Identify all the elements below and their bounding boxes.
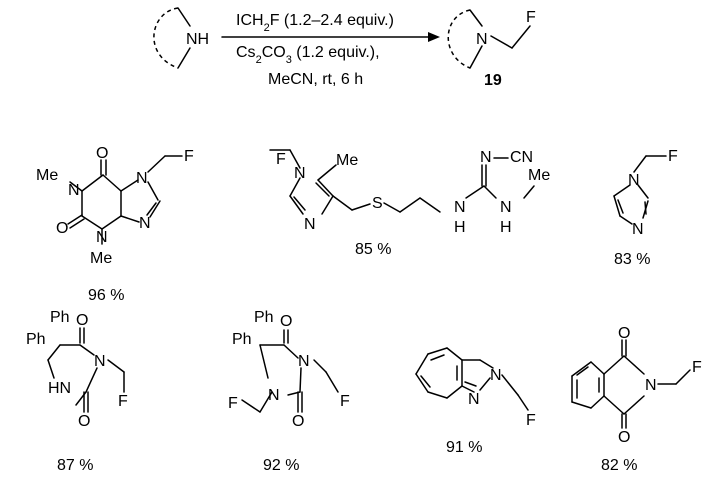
svg-text:N: N [304, 216, 316, 233]
svg-text:Ph: Ph [254, 309, 274, 326]
svg-text:F: F [340, 393, 350, 410]
svg-text:N: N [480, 149, 492, 166]
svg-text:H: H [454, 219, 466, 236]
svg-text:S: S [372, 195, 383, 212]
yield-phthalimide-derivative: 82 % [601, 457, 637, 474]
svg-text:O: O [96, 145, 108, 162]
reaction-arrow [221, 32, 440, 42]
svg-text:N: N [645, 377, 657, 394]
structure-cimetidine-derivative: F N N Me S N H N CN N H Me [269, 149, 550, 236]
structure-phenytoin-mono: O Ph Ph N HN O F [26, 309, 128, 430]
svg-text:N: N [268, 387, 280, 404]
svg-text:Ph: Ph [232, 331, 252, 348]
yield-phenytoin-bis: 92 % [263, 457, 299, 474]
svg-text:F: F [526, 412, 536, 429]
svg-text:N: N [632, 221, 644, 238]
svg-text:Ph: Ph [50, 309, 70, 326]
structure-indazole-derivative: N N F [415, 347, 536, 429]
svg-text:N: N [294, 165, 306, 182]
svg-text:N: N [96, 229, 108, 246]
svg-text:O: O [292, 413, 304, 430]
svg-text:N: N [94, 353, 106, 370]
svg-text:N: N [490, 367, 502, 384]
svg-text:N: N [468, 391, 480, 408]
structure-imidazole-derivative: N N F [613, 148, 678, 238]
svg-text:Me: Me [90, 250, 112, 267]
svg-text:N: N [454, 199, 466, 216]
product-19: N F 19 [447, 9, 536, 89]
svg-text:F: F [118, 393, 128, 410]
compound-number: 19 [484, 72, 502, 89]
svg-text:N: N [136, 170, 148, 187]
svg-text:F: F [228, 395, 238, 412]
yield-caffeine-derivative: 96 % [88, 287, 124, 304]
yield-phenytoin-mono: 87 % [57, 457, 93, 474]
yield-indazole-derivative: 91 % [446, 439, 482, 456]
reactant-amine: NH [153, 7, 209, 69]
svg-text:F: F [668, 148, 678, 165]
reagent-condition: ICH2F (1.2–2.4 equiv.) [236, 12, 394, 34]
svg-text:O: O [76, 312, 88, 329]
svg-text:Ph: Ph [26, 331, 46, 348]
svg-text:H: H [500, 219, 512, 236]
svg-text:Me: Me [36, 167, 58, 184]
svg-text:N: N [68, 182, 80, 199]
svg-text:O: O [280, 313, 292, 330]
structure-caffeine-derivative: O O N N F N Me N Me [36, 145, 194, 267]
svg-text:N: N [628, 172, 640, 189]
yield-cimetidine-derivative: 85 % [355, 241, 391, 258]
reactant-nh-label: NH [186, 31, 209, 48]
svg-text:O: O [56, 220, 68, 237]
svg-text:N: N [139, 215, 151, 232]
product-n-label: N [476, 31, 488, 48]
svg-text:F: F [276, 151, 286, 168]
svg-text:Me: Me [528, 167, 550, 184]
svg-text:O: O [618, 325, 630, 342]
svg-text:F: F [692, 359, 702, 376]
svg-text:F: F [184, 148, 194, 165]
svg-text:O: O [618, 429, 630, 446]
product-f-label: F [526, 9, 536, 26]
solvent-condition: MeCN, rt, 6 h [268, 71, 363, 88]
svg-text:N: N [298, 353, 310, 370]
yield-imidazole-derivative: 83 % [614, 251, 650, 268]
svg-text:Me: Me [336, 152, 358, 169]
structure-phenytoin-bis: O Ph Ph N N O F F [228, 309, 350, 430]
base-condition: Cs2CO3 (1.2 equiv.), [236, 44, 380, 66]
svg-text:O: O [78, 413, 90, 430]
svg-text:HN: HN [48, 380, 71, 397]
svg-text:N: N [500, 199, 512, 216]
structure-phthalimide-derivative: O O N F [571, 325, 702, 446]
svg-text:CN: CN [510, 149, 533, 166]
